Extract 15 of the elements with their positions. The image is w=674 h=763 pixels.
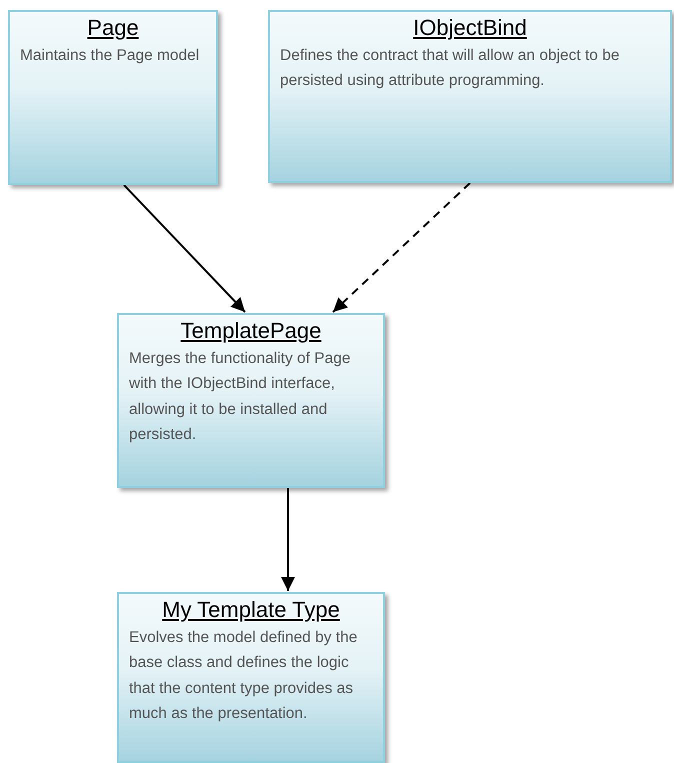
class-description: Evolves the model defined by the base class and defines the logic that the content type provides as much as the presentation.: [129, 628, 358, 724]
class-name: IObjectBind: [413, 14, 527, 42]
class-description: Maintains the Page model: [20, 46, 200, 66]
class-box: [8, 10, 218, 185]
class-description: Defines the contract that will allow an object to be persisted using attribute programming.: [280, 46, 620, 92]
class-description: Merges the functionality of Page with the IObjectBind interface, allowing it to be installed and persisted.: [129, 348, 352, 446]
arrow: [123, 184, 246, 313]
class-box: [268, 10, 672, 183]
class-name: My Template Type: [162, 596, 340, 624]
class-name: TemplatePage: [180, 317, 322, 345]
class-box: [117, 313, 385, 488]
arrow: [332, 182, 471, 313]
class-name: Page: [87, 14, 139, 42]
class-box: [117, 592, 385, 763]
arrow: [281, 488, 295, 591]
